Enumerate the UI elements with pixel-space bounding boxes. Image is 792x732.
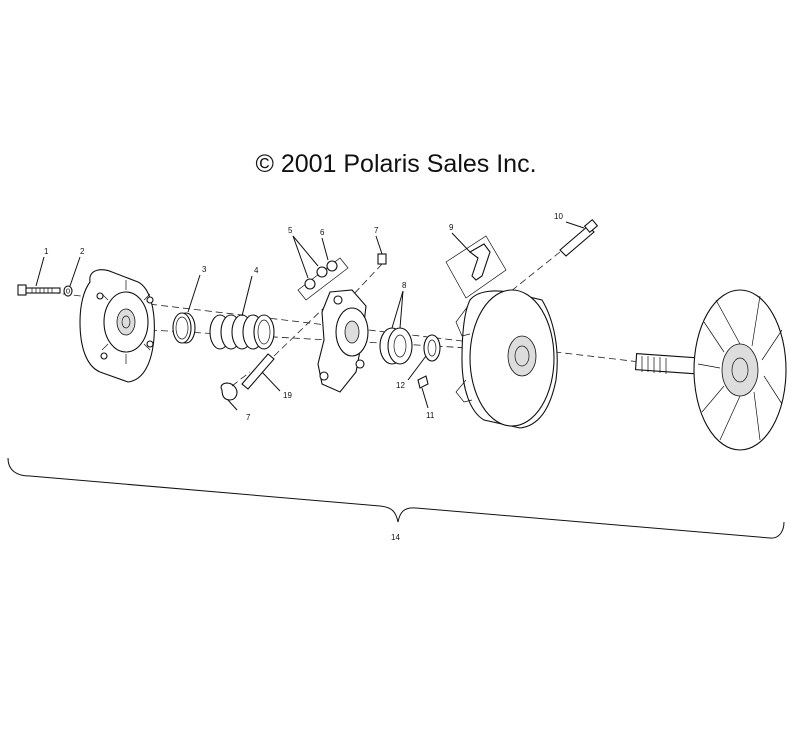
callout-14: 14: [391, 533, 400, 542]
button-part-lower: [220, 371, 251, 401]
callout-10: 10: [554, 212, 563, 221]
screw-part: [417, 375, 429, 389]
leader-lines: [35, 221, 585, 411]
callout-labels: 1 2 3 4 5 6 7 8 9 10 11 12 19 7 14: [44, 212, 563, 542]
callout-2: 2: [80, 247, 85, 256]
callout-6: 6: [320, 228, 325, 237]
roller-assembly-part: [297, 257, 349, 301]
assembly-brace: [7, 457, 785, 539]
spring-part: [209, 314, 275, 350]
callout-12: 12: [396, 381, 405, 390]
spider-part: [317, 289, 369, 393]
callout-7-lower: 7: [246, 413, 251, 422]
washer-pair-part: [379, 327, 413, 365]
cover-plate-part: [79, 269, 155, 383]
button-part-upper: [351, 253, 387, 297]
weight-part: [445, 235, 507, 299]
callout-8: 8: [402, 281, 407, 290]
spring-axis-line: [149, 329, 471, 349]
copyright-notice: © 2001 Polaris Sales Inc.: [255, 150, 537, 178]
callout-5: 5: [288, 226, 293, 235]
pin-part: [241, 301, 331, 390]
washer-part: [63, 285, 73, 297]
callout-9: 9: [449, 223, 454, 232]
long-bolt-part: [499, 218, 599, 301]
callout-4: 4: [254, 266, 259, 275]
bushing-part: [172, 312, 196, 344]
small-bushing-part: [423, 334, 441, 362]
callout-1: 1: [44, 247, 49, 256]
bolt-part: [17, 284, 61, 296]
callout-19: 19: [283, 391, 292, 400]
fixed-sheave-part: [634, 289, 787, 451]
moveable-sheave-part: [455, 289, 558, 429]
callout-11: 11: [426, 411, 435, 420]
callout-3: 3: [202, 265, 207, 274]
callout-7-upper: 7: [374, 226, 379, 235]
